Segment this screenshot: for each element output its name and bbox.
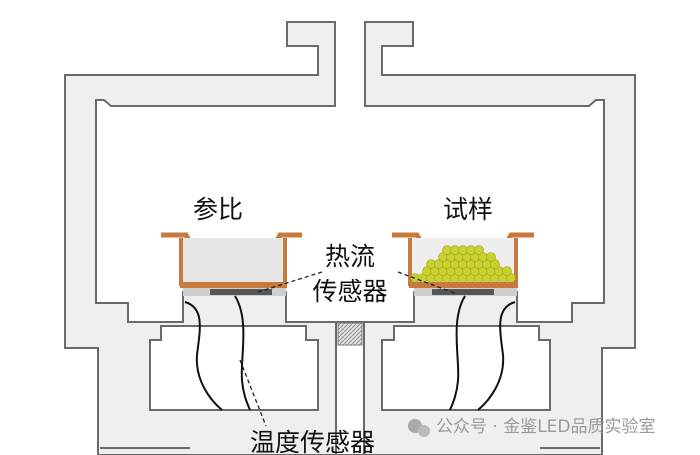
sample-granule bbox=[410, 273, 420, 283]
reference-label: 参比 bbox=[193, 195, 243, 224]
sample-granule bbox=[450, 245, 460, 255]
sample-granule bbox=[502, 266, 512, 276]
sample-granule bbox=[474, 245, 484, 255]
sample-granules bbox=[410, 245, 516, 283]
sample-granule bbox=[486, 252, 496, 262]
reference-pan bbox=[161, 232, 302, 288]
heat-flow-label-line2: 传感器 bbox=[312, 277, 387, 306]
thermocouple-wires bbox=[184, 295, 516, 411]
sample-pan bbox=[392, 232, 534, 288]
watermark-text: 公众号 · 金鉴LED品质实验室 bbox=[436, 417, 656, 437]
heat-flow-label-line1: 热流 bbox=[325, 242, 375, 271]
leader-lines bbox=[239, 271, 458, 427]
insulator-block bbox=[337, 322, 363, 346]
heat-flow-sensor-left bbox=[210, 289, 272, 295]
lower-chamber-right bbox=[381, 325, 551, 411]
sample-granule bbox=[458, 245, 468, 255]
lower-chamber-left bbox=[149, 325, 319, 411]
sample-granule bbox=[426, 259, 436, 269]
heat-flow-sensor-right bbox=[432, 289, 494, 295]
chimney-gap bbox=[336, 98, 364, 108]
wechat-icon bbox=[408, 419, 430, 437]
sample-granule bbox=[466, 245, 476, 255]
temperature-sensor-label: 温度传感器 bbox=[250, 428, 375, 455]
sample-granule bbox=[442, 245, 452, 255]
sample-label: 试样 bbox=[443, 195, 493, 224]
